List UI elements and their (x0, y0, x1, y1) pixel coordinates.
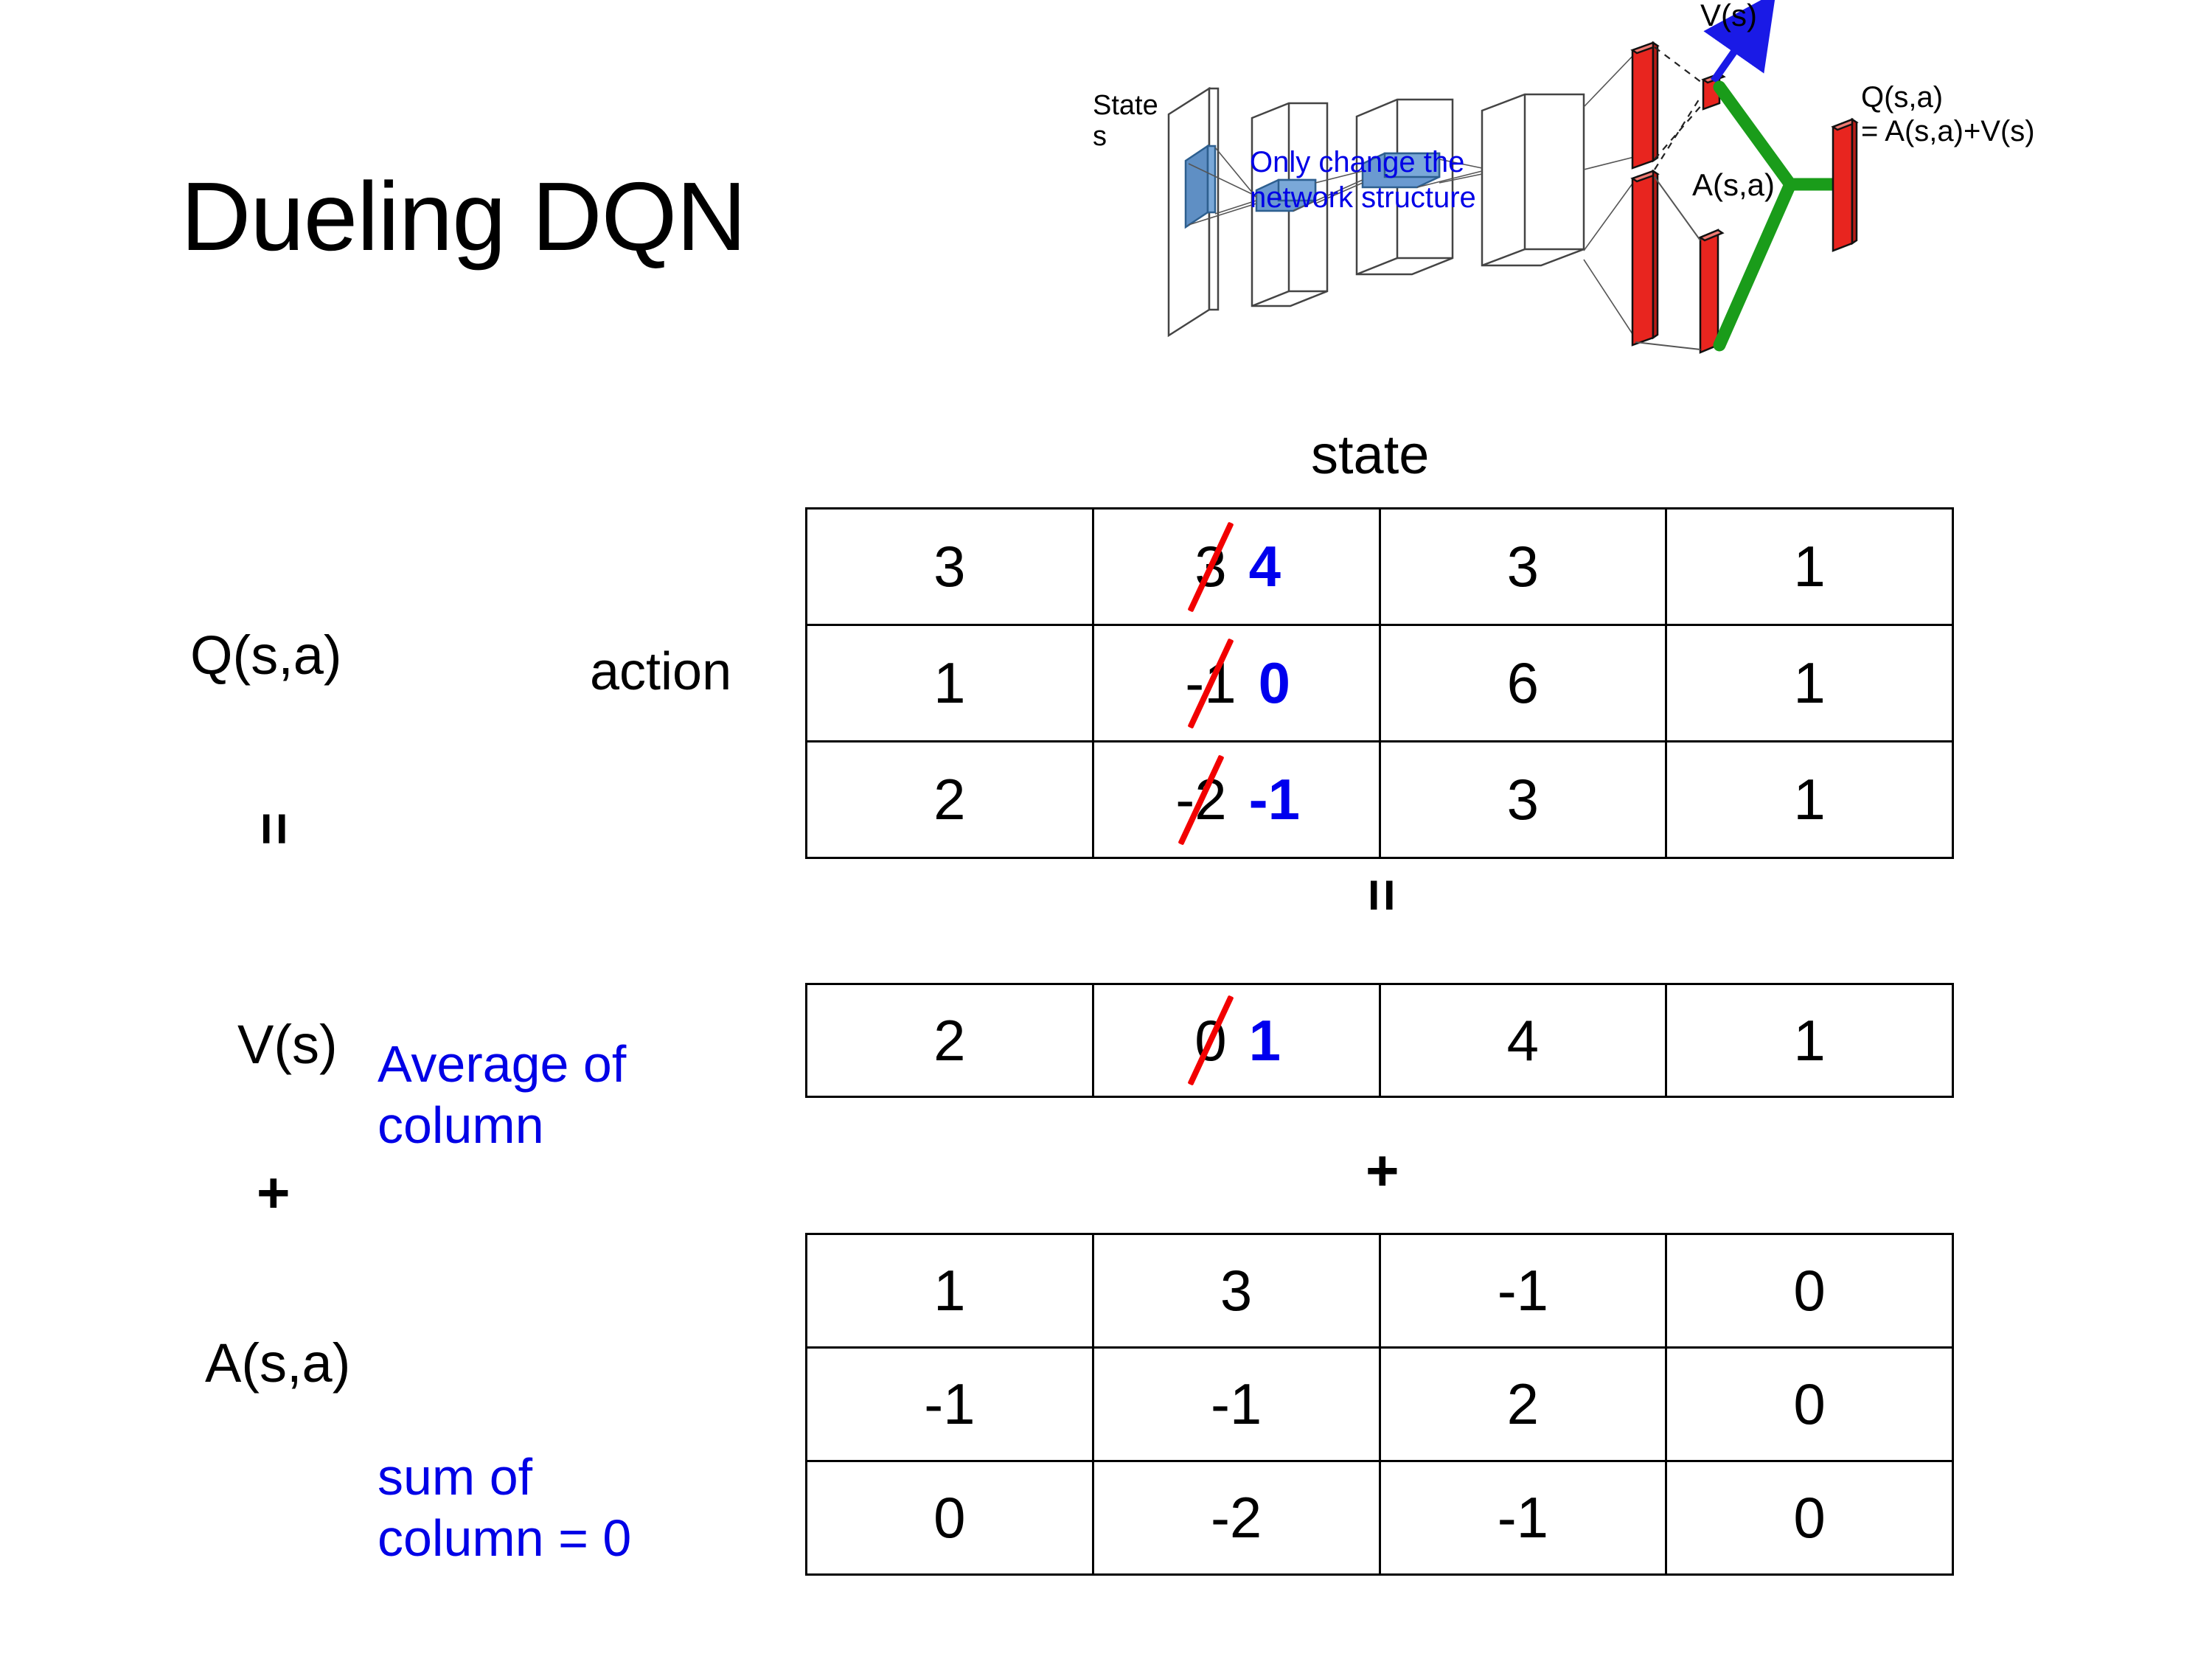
q-cell-r1c2: 6 (1378, 624, 1668, 742)
a-cell-r2c2: -1 (1378, 1460, 1668, 1576)
plus-sign-left: + (257, 1160, 291, 1225)
table-row: 0 -2 -1 0 (805, 1460, 1954, 1576)
action-axis-label: action (590, 642, 732, 701)
avg-note-line2: column (378, 1096, 544, 1154)
equals-sign-left: = (242, 812, 307, 846)
equals-sign-middle: = (1349, 878, 1415, 912)
q-cell-r0c0: 3 (805, 507, 1094, 626)
v-function-label: V(s) (237, 1014, 338, 1075)
a-cell-r1c3: 0 (1665, 1346, 1954, 1462)
a-cell-r0c3: 0 (1665, 1233, 1954, 1349)
diagram-v-output-label: V(s) (1700, 0, 1757, 32)
plus-sign-middle: + (1366, 1138, 1399, 1203)
q-cell-r2c2: 3 (1378, 740, 1668, 859)
sum-of-column-note: sum of column = 0 (378, 1447, 761, 1568)
diagram-state-label-line1: State (1093, 90, 1158, 121)
dueling-network-diagram: State s Only change the network structur… (1093, 0, 2212, 413)
avg-note-line1: Average of (378, 1035, 627, 1093)
q-function-label: Q(s,a) (190, 625, 342, 686)
a-cell-r2c3: 0 (1665, 1460, 1954, 1576)
a-cell-r1c1: -1 (1091, 1346, 1381, 1462)
diagram-note-line1: Only change the (1250, 146, 1465, 178)
table-row: 1 3 -1 0 (805, 1233, 1954, 1349)
q-cell-r0c3: 1 (1665, 507, 1954, 626)
diagram-q-output-line2: = A(s,a)+V(s) (1861, 115, 2035, 147)
q-cell-r1c3: 1 (1665, 624, 1954, 742)
q-cell-r2c0: 2 (805, 740, 1094, 859)
a-cell-r1c0: -1 (805, 1346, 1094, 1462)
q-cell-r1c0: 1 (805, 624, 1094, 742)
a-cell-r2c1: -2 (1091, 1460, 1381, 1576)
a-cell-r0c0: 1 (805, 1233, 1094, 1349)
sum-note-line1: sum of (378, 1448, 533, 1506)
a-table: 1 3 -1 0 -1 -1 2 0 0 -2 -1 0 (805, 1233, 1954, 1576)
page-title: Dueling DQN (181, 162, 747, 271)
v-cell-c3: 1 (1665, 983, 1954, 1098)
average-of-column-note: Average of column (378, 1034, 724, 1155)
q-cell-r2c3: 1 (1665, 740, 1954, 859)
diagram-note-line2: network structure (1250, 181, 1476, 214)
a-cell-r0c2: -1 (1378, 1233, 1668, 1349)
diagram-a-output-label: A(s,a) (1692, 167, 1775, 202)
v-cell-c0: 2 (805, 983, 1094, 1098)
a-cell-r1c2: 2 (1378, 1346, 1668, 1462)
diagram-state-label-line2: s (1093, 121, 1107, 152)
sum-note-line2: column = 0 (378, 1509, 632, 1567)
a-cell-r2c0: 0 (805, 1460, 1094, 1576)
v-cell-c2: 4 (1378, 983, 1668, 1098)
state-axis-label: state (1311, 424, 1430, 485)
a-cell-r0c1: 3 (1091, 1233, 1381, 1349)
table-row: -1 -1 2 0 (805, 1346, 1954, 1462)
q-cell-r2c1: -2-1 (1091, 740, 1381, 859)
table-row: 2 -2-1 3 1 (805, 740, 1954, 859)
a-function-label: A(s,a) (205, 1332, 351, 1394)
diagram-q-output-line1: Q(s,a) (1861, 81, 1944, 114)
q-cell-r0c2: 3 (1378, 507, 1668, 626)
